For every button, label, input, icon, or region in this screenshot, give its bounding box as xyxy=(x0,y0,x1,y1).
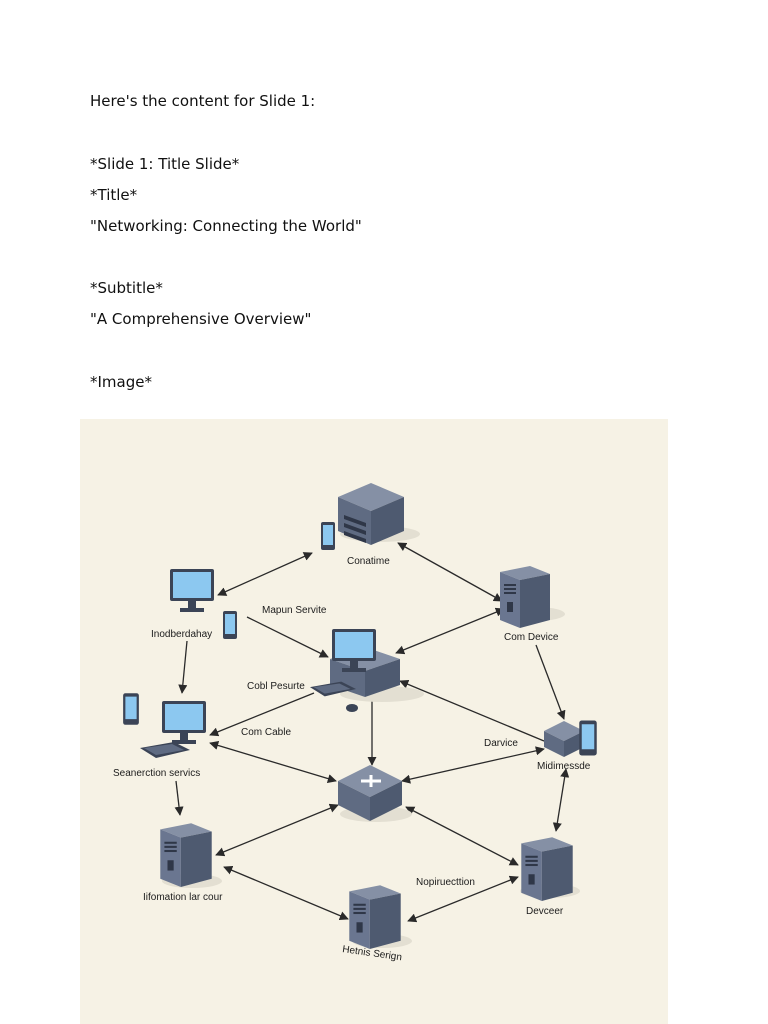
arrow-righttower-rightmid xyxy=(535,644,566,720)
label-bottom-right-tower: Devceer xyxy=(526,906,564,917)
arrow-switch-bottomright xyxy=(405,806,519,866)
bottom-tower-icon xyxy=(349,885,401,949)
central-switch-left xyxy=(338,781,370,821)
label-darvice: Darvice xyxy=(484,738,518,749)
right-tower-icon xyxy=(500,566,550,628)
label-top-left-monitor: Inodberdahay xyxy=(151,629,212,640)
top-phone-icon xyxy=(321,522,335,550)
label-nopiruecttion: Nopiruecttion xyxy=(416,877,475,888)
slide-heading: *Slide 1: Title Slide* xyxy=(90,155,240,173)
center-mouse-icon xyxy=(346,704,358,712)
bottom-right-tower-icon xyxy=(521,837,573,901)
label-right-mid: Midimessde xyxy=(537,761,591,772)
title-heading: *Title* xyxy=(90,186,138,204)
switch-cross-icon xyxy=(361,775,381,787)
subtitle-text: "A Comprehensive Overview" xyxy=(90,310,312,328)
right-mid-box-right xyxy=(564,731,584,757)
image-heading: *Image* xyxy=(90,373,152,391)
arrow-topleft-left xyxy=(178,640,188,694)
right-mid-box-left xyxy=(544,731,564,757)
right-mid-phone-icon xyxy=(579,720,597,756)
arrow-rightmid-bottomright xyxy=(552,768,570,832)
arrow-bottomleft-bottom xyxy=(223,865,349,921)
bottom-left-tower-icon xyxy=(160,823,212,887)
connection-arrows xyxy=(174,542,570,923)
label-map-service: Mapun Servite xyxy=(262,605,327,616)
intro-text: Here's the content for Slide 1: xyxy=(90,92,316,110)
top-left-monitor-icon xyxy=(170,569,214,612)
arrow-center-left xyxy=(209,692,315,737)
left-monitor-icon xyxy=(162,701,206,744)
left-keyboard-icon xyxy=(140,742,190,758)
label-left-workstation: Seanerction servics xyxy=(113,768,200,779)
arrow-righttower-center xyxy=(395,607,505,655)
arrow-center-rightmid xyxy=(399,679,545,742)
central-switch-right xyxy=(370,781,402,821)
devices xyxy=(123,483,597,949)
top-server-slot-1 xyxy=(344,523,366,535)
top-server-slot-0 xyxy=(344,515,366,527)
label-center-left: Cobl Pesurte xyxy=(247,681,305,692)
label-top-server: Conatime xyxy=(347,556,390,567)
top-server-slot-2 xyxy=(344,531,366,543)
arrow-left-bottomleft xyxy=(174,780,184,816)
label-right-tower: Com Device xyxy=(504,632,559,643)
arrow-topleft-topphone xyxy=(217,552,313,596)
network-diagram: Conatime Inodberdahay Mapun Servite Com … xyxy=(113,483,597,963)
label-com-cable: Com Cable xyxy=(241,727,291,738)
top-left-phone-icon xyxy=(223,611,237,639)
left-phone-icon xyxy=(123,693,139,725)
arrow-switch-rightmid xyxy=(401,746,545,784)
top-server-right xyxy=(371,497,404,545)
arrow-bottom-bottomright xyxy=(407,875,519,923)
arrow-topserver-righttower xyxy=(397,542,503,602)
arrow-monitor-center xyxy=(246,616,329,658)
network-diagram-image: Conatime Inodberdahay Mapun Servite Com … xyxy=(80,419,668,1024)
label-bottom-left-tower: Iifomation lar cour xyxy=(143,892,223,903)
subtitle-heading: *Subtitle* xyxy=(90,279,163,297)
arrow-left-switch xyxy=(209,741,337,783)
center-base-right xyxy=(365,659,400,697)
arrow-switch-bottomleft xyxy=(215,803,339,857)
title-text: "Networking: Connecting the World" xyxy=(90,217,362,235)
